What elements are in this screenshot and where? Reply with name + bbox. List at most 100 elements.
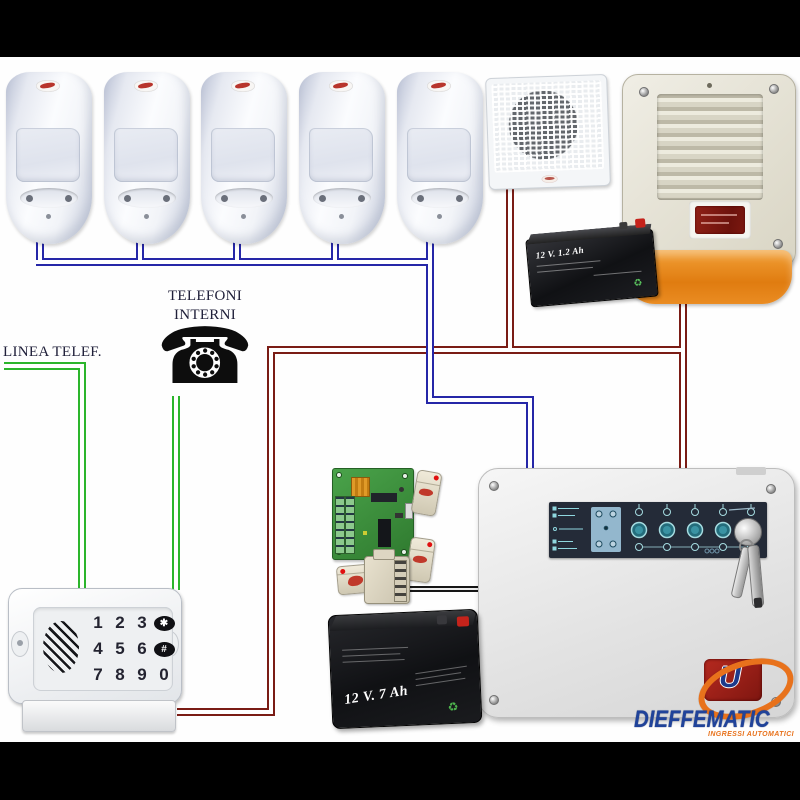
panel-key-lock xyxy=(734,518,762,546)
pcb-terminal-block xyxy=(335,496,345,554)
indoor-siren-speaker xyxy=(485,73,611,191)
wired-keypad: 1 2 3 ✱ 4 5 6 # 7 8 9 0 xyxy=(8,588,182,704)
keypad-key-hash: # xyxy=(153,641,175,657)
keypad-mounting-base xyxy=(22,700,176,732)
sensor-logo-icon xyxy=(427,80,451,92)
power-supply-module xyxy=(364,549,410,604)
keyfob-led xyxy=(340,568,346,575)
pir-sensor-4 xyxy=(299,72,385,244)
pcb-ic xyxy=(378,519,391,547)
sensor-hole xyxy=(437,214,442,219)
keyfob-led xyxy=(433,475,440,481)
sensor-logo-icon xyxy=(231,80,255,92)
internal-phones-line1: TELEFONI xyxy=(167,288,243,304)
phone-wires-green xyxy=(4,362,180,590)
sensor-bottom-detail xyxy=(215,188,273,208)
keyfob-led xyxy=(426,541,433,548)
sensor-bottom-detail xyxy=(313,188,371,208)
keypad-speaker-grille xyxy=(43,621,79,673)
battery-fine-print xyxy=(415,677,466,687)
pcb-relay xyxy=(351,477,370,497)
battery-fine-print xyxy=(536,260,601,267)
backup-battery-large: 12 V. 7 Ah ♻ xyxy=(327,608,483,730)
screw-icon xyxy=(773,239,783,249)
pir-sensor-2 xyxy=(104,72,190,244)
panel-hinge xyxy=(736,467,766,475)
sensor-hole xyxy=(144,214,149,219)
battery-fine-print xyxy=(342,659,405,663)
keyfob-logo xyxy=(411,555,429,564)
keypad-key: 4 xyxy=(93,639,103,658)
bottom-letterbox-bar xyxy=(0,742,800,800)
battery-negative-terminal xyxy=(619,221,628,230)
recycle-icon: ♻ xyxy=(633,277,643,290)
keyfob-logo xyxy=(417,487,435,497)
screw-icon xyxy=(769,84,779,94)
telephone-icon: ☎ xyxy=(156,312,254,402)
sensor-bottom-detail xyxy=(20,188,78,208)
pcb-component xyxy=(399,487,404,492)
keypad-key: 3 xyxy=(137,613,147,632)
sensor-bottom-detail xyxy=(118,188,176,208)
phone-line-label: LINEA TELEF. xyxy=(3,344,102,360)
speaker-logo-icon xyxy=(541,174,558,184)
pcb-hole xyxy=(401,549,407,555)
battery-fine-print xyxy=(593,270,642,276)
speaker-grille xyxy=(491,80,605,173)
sensor-hole xyxy=(241,214,246,219)
internal-phones-label: TELEFONI INTERNI xyxy=(143,287,267,325)
battery-fine-print xyxy=(342,646,409,651)
sensor-lens xyxy=(16,128,80,182)
pcb-terminal-block xyxy=(345,496,355,554)
screw-icon xyxy=(489,695,499,705)
pcb-ic xyxy=(371,493,397,502)
brand-wordmark: DIEFFEMATIC xyxy=(634,706,770,733)
control-panel: U xyxy=(478,467,800,731)
siren-hole xyxy=(707,83,712,88)
siren-label-recess xyxy=(689,201,751,239)
sensor-lens xyxy=(309,128,373,182)
module-terminal-block xyxy=(394,560,407,602)
backup-battery-small: 12 V. 1.2 Ah ♻ xyxy=(525,218,659,308)
sensor-lens xyxy=(114,128,178,182)
sensor-lens xyxy=(211,128,275,182)
screw-icon xyxy=(766,484,776,494)
battery-capacity-label: 12 V. 7 Ah xyxy=(343,683,409,708)
pir-sensor-5 xyxy=(397,72,483,244)
keypad-key: 7 xyxy=(93,665,103,684)
pcb-component xyxy=(363,531,367,535)
circuit-board xyxy=(332,468,414,560)
screw-icon xyxy=(639,87,649,97)
battery-fine-print xyxy=(537,266,593,273)
sensor-logo-icon xyxy=(134,80,158,92)
keypad-key: 2 xyxy=(115,613,125,632)
keypad-key: 5 xyxy=(115,639,125,658)
keypad-mount-tab xyxy=(11,631,29,657)
top-letterbox-bar xyxy=(0,0,800,57)
pcb-component xyxy=(395,513,403,518)
battery-positive-terminal xyxy=(634,218,646,229)
sensor-hole xyxy=(339,214,344,219)
sensor-hole xyxy=(46,214,51,219)
sensor-wires-blue xyxy=(36,240,534,470)
siren-louvers xyxy=(657,94,763,200)
screw-icon xyxy=(771,697,781,707)
internal-phones-line2: INTERNI xyxy=(173,306,237,323)
pcb-hole xyxy=(336,472,342,478)
keypad-key: 9 xyxy=(137,665,147,684)
recycle-icon: ♻ xyxy=(447,699,460,715)
sensor-lens xyxy=(407,128,471,182)
power-wires-maroon xyxy=(177,186,687,716)
battery-fine-print xyxy=(342,653,401,657)
sensor-logo-icon xyxy=(36,80,60,92)
pir-sensor-3 xyxy=(201,72,287,244)
keypad-face: 1 2 3 ✱ 4 5 6 # 7 8 9 0 xyxy=(33,607,175,691)
battery-capacity-label: 12 V. 1.2 Ah xyxy=(535,244,585,261)
brand-logo-letter: U xyxy=(719,661,741,694)
panel-logo-plate xyxy=(704,659,762,701)
keypad-key-star: ✱ xyxy=(153,615,175,631)
screw-icon xyxy=(489,481,499,491)
keyfob-logo xyxy=(346,575,365,587)
